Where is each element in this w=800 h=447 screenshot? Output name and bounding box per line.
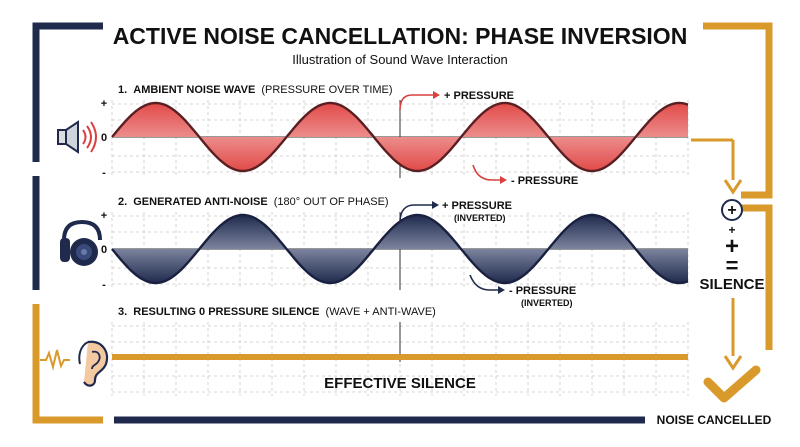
plus-pressure-label: + PRESSURE (444, 90, 514, 102)
panel-2-tick-zero: 0 (101, 244, 107, 256)
panel-3-label: 3. RESULTING 0 PRESSURE SILENCE (WAVE + … (118, 306, 436, 318)
minus-pressure-arrowhead (500, 176, 507, 184)
panel-1-title: AMBIENT NOISE WAVE (133, 84, 255, 96)
checkmark-icon (703, 365, 761, 403)
minus-pressure-inverted-label: - PRESSURE (509, 285, 576, 297)
sum-arrow-head-bottom (723, 355, 743, 371)
plus-pressure-arrow (399, 94, 433, 111)
frame-top-left-bracket (32, 22, 103, 162)
frame-brackets (32, 22, 773, 424)
panel-2-annotations: + PRESSURE (INVERTED) - PRESSURE (INVERT… (399, 200, 576, 308)
panel-2-number: 2. (118, 196, 127, 208)
panel-1-axis-ticks: + 0 - (101, 98, 107, 179)
panel-1-annotations: + PRESSURE - PRESSURE (399, 90, 578, 187)
plus-pressure-inverted-label: + PRESSURE (442, 200, 512, 212)
sum-equation: + + + = SILENCE (691, 138, 765, 403)
panel-1-wave-fill-positive (112, 103, 688, 137)
panel-2-wave-fill-negative (112, 249, 688, 283)
plus-pressure-inverted-sub: (INVERTED) (454, 213, 506, 223)
frame-top-right-bracket (703, 22, 773, 199)
minus-pressure-label: - PRESSURE (511, 175, 578, 187)
minus-pressure-arrow (472, 164, 500, 181)
headphone-icon (60, 219, 102, 266)
panel-1-tick-plus: + (101, 98, 107, 110)
silence-result: SILENCE (699, 276, 764, 293)
equals-sign: = (726, 253, 739, 278)
panel-3-subtitle: (WAVE + ANTI-WAVE) (326, 306, 436, 318)
panel-1-tick-zero: 0 (101, 132, 107, 144)
panel-ambient-noise (111, 100, 689, 178)
effective-silence-label: EFFECTIVE SILENCE (324, 375, 476, 392)
plus-pressure-inverted-arrowhead (432, 201, 439, 209)
ear-icon (40, 340, 109, 387)
sum-circle (721, 199, 743, 221)
panel-3-number: 3. (118, 306, 127, 318)
page-title: ACTIVE NOISE CANCELLATION: PHASE INVERSI… (113, 23, 688, 49)
plus-pressure-arrowhead (433, 91, 440, 99)
panel-1-tick-minus: - (102, 167, 106, 179)
small-plus: + (728, 223, 735, 237)
minus-pressure-inverted-sub: (INVERTED) (521, 298, 573, 308)
page-subtitle: Illustration of Sound Wave Interaction (292, 52, 508, 67)
panel-1-wave-fill-negative (112, 137, 688, 171)
panel-1-wave-line (111, 101, 689, 173)
panel-2-label: 2. GENERATED ANTI-NOISE (180° OUT OF PHA… (118, 196, 389, 208)
frame-right-bracket (741, 204, 773, 350)
panel-silence (111, 322, 689, 396)
sum-plus-symbol: + (727, 202, 736, 219)
panel-3-title: RESULTING 0 PRESSURE SILENCE (133, 306, 319, 318)
panel-anti-noise (111, 212, 689, 290)
panel-1-subtitle: (PRESSURE OVER TIME) (261, 84, 392, 96)
panel-2-wave-fill-positive (112, 215, 688, 249)
big-plus: + (725, 233, 739, 260)
panel-2-tick-plus: + (101, 210, 107, 222)
panel-1-number: 1. (118, 84, 127, 96)
panel-2-subtitle: (180° OUT OF PHASE) (274, 196, 389, 208)
minus-pressure-inverted-arrowhead (498, 286, 505, 294)
panel-1-label: 1. AMBIENT NOISE WAVE (PRESSURE OVER TIM… (118, 84, 393, 96)
panel-2-title: GENERATED ANTI-NOISE (133, 196, 267, 208)
plus-pressure-inverted-arrow (399, 204, 432, 223)
frame-bottom-left-bracket (32, 304, 103, 424)
panel-3-flat-line (112, 354, 688, 360)
speaker-icon (57, 120, 97, 154)
panel-2-tick-minus: - (102, 279, 106, 291)
sum-arrow-head-top (723, 179, 743, 195)
noise-cancelled-label: NOISE CANCELLED (657, 413, 772, 427)
minus-pressure-inverted-arrow (469, 274, 498, 291)
panel-2-axis-ticks: + 0 - (101, 210, 107, 291)
